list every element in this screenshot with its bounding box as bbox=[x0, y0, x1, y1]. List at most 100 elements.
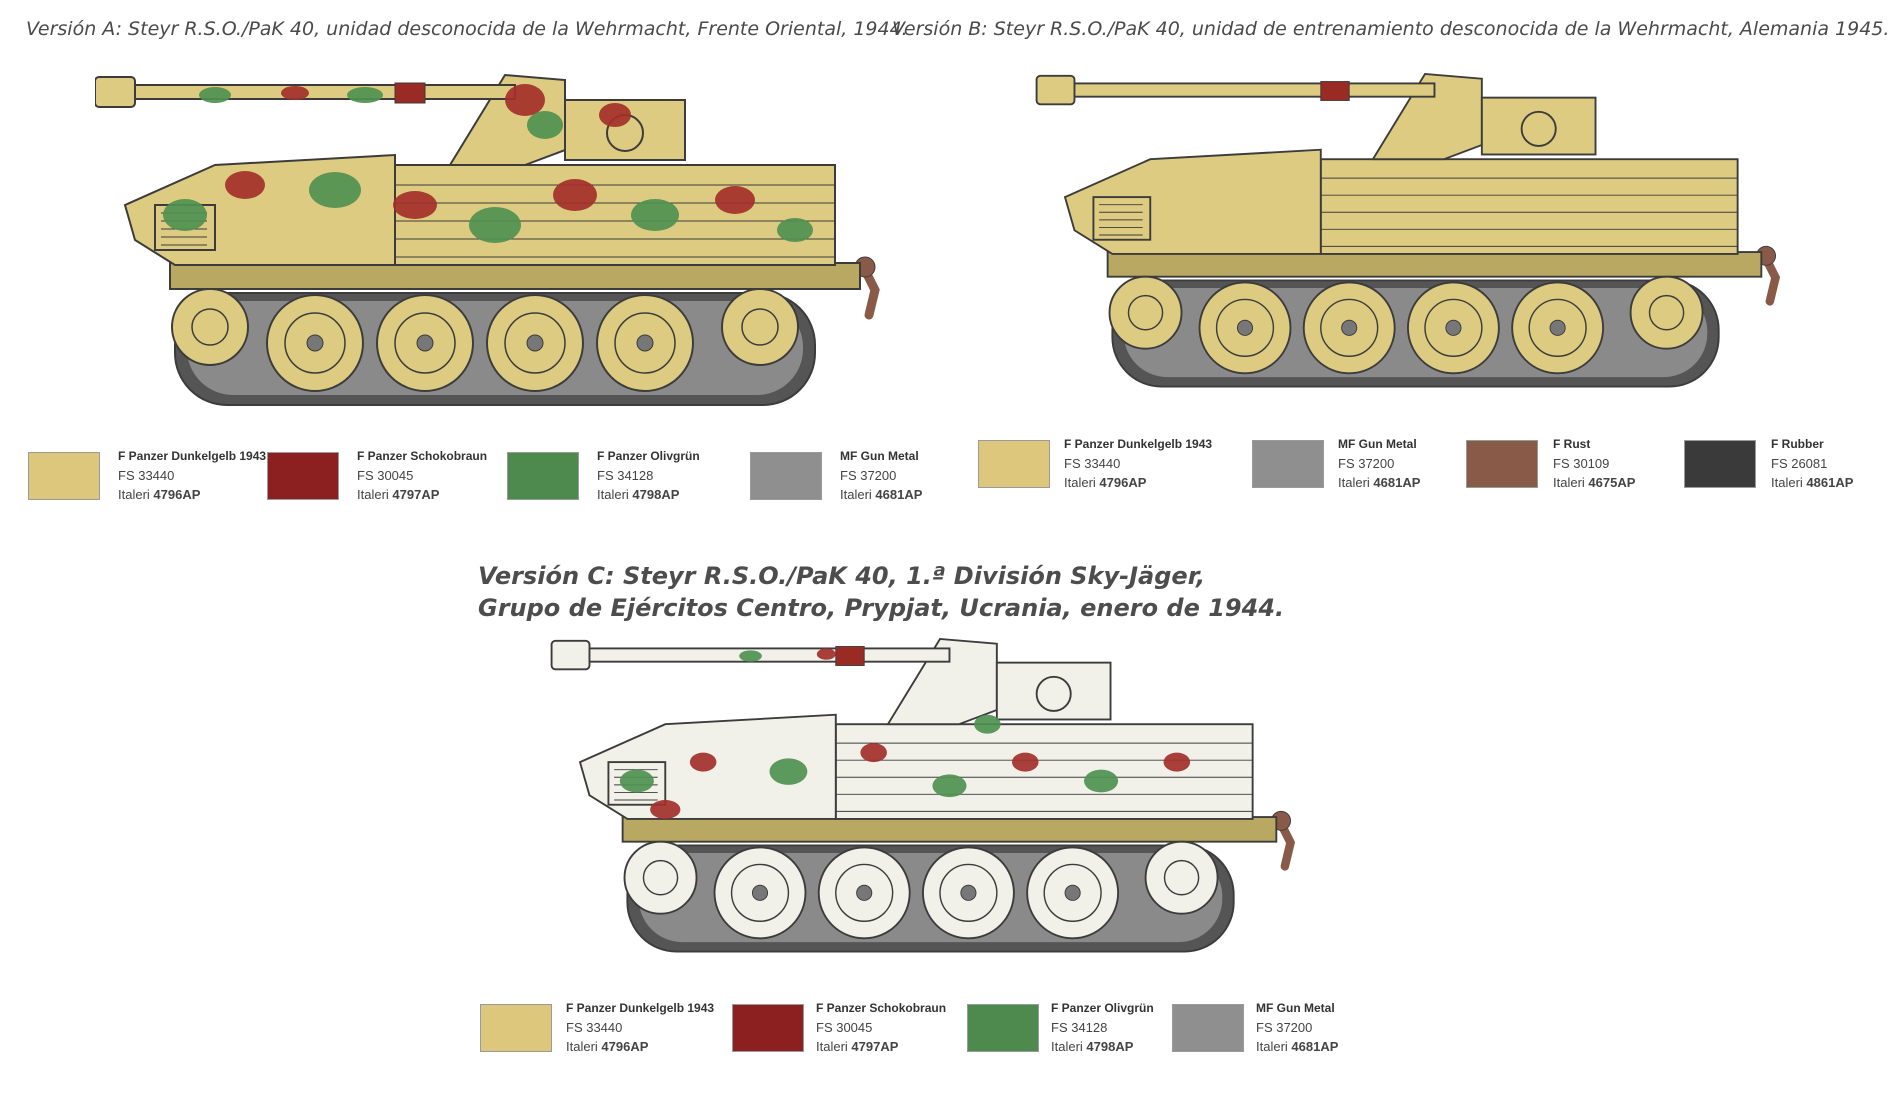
sprocket-hub bbox=[191, 308, 229, 346]
paint-code-value: 4861AP bbox=[1806, 475, 1854, 490]
paint-info: F Panzer Dunkelgelb 1943 FS 33440 Italer… bbox=[1064, 435, 1212, 492]
paint-code-value: 4798AP bbox=[1086, 1039, 1134, 1054]
paint-code-value: 4796AP bbox=[153, 487, 201, 502]
paint-brand: Italeri bbox=[1051, 1039, 1083, 1054]
paint-info: MF Gun Metal FS 37200 Italeri 4681AP bbox=[840, 447, 922, 504]
road-wheel-hub bbox=[751, 884, 769, 901]
caption-version-c-line2: Grupo de Ejércitos Centro, Prypjat, Ucra… bbox=[478, 594, 1285, 622]
data-plate bbox=[1092, 196, 1152, 241]
sprocket-wheel bbox=[623, 840, 698, 915]
sprocket-hub bbox=[1648, 294, 1685, 331]
sprocket-wheel bbox=[721, 288, 799, 366]
paint-name: MF Gun Metal bbox=[1256, 1001, 1335, 1015]
caption-version-c-line1: Versión C: Steyr R.S.O./PaK 40, 1.ª Divi… bbox=[478, 562, 1206, 590]
paint-fs: FS 34128 bbox=[597, 468, 654, 483]
paint-name: F Rubber bbox=[1771, 437, 1824, 451]
sprocket-hub bbox=[1163, 859, 1200, 896]
paint-fs: FS 37200 bbox=[840, 468, 897, 483]
data-plate bbox=[607, 761, 667, 806]
cargo-bed bbox=[834, 723, 1254, 820]
paint-fs: FS 30109 bbox=[1553, 456, 1610, 471]
paint-brand: Italeri bbox=[118, 487, 150, 502]
sprocket-wheel bbox=[1629, 275, 1704, 350]
paint-brand: Italeri bbox=[1064, 475, 1096, 490]
camo-spot bbox=[816, 648, 836, 660]
paint-code: Italeri 4798AP bbox=[597, 485, 700, 504]
camo-spot bbox=[393, 191, 437, 219]
cargo-bed bbox=[1319, 158, 1739, 255]
paint-fs: FS 37200 bbox=[1338, 456, 1395, 471]
camo-spot bbox=[1084, 769, 1119, 793]
hull-rail bbox=[169, 262, 861, 290]
paint-swatch bbox=[1252, 440, 1324, 488]
paint-swatch bbox=[1172, 1004, 1244, 1052]
paint-fs: FS 33440 bbox=[118, 468, 175, 483]
paint-swatch bbox=[967, 1004, 1039, 1052]
paint-info: F Panzer Olivgrün FS 34128 Italeri 4798A… bbox=[597, 447, 700, 504]
sprocket-wheel bbox=[1108, 275, 1183, 350]
road-wheel-rim bbox=[1043, 863, 1102, 922]
gun-clamp bbox=[1320, 81, 1350, 101]
paint-name: F Panzer Dunkelgelb 1943 bbox=[566, 1001, 715, 1015]
paint-name: F Panzer Olivgrün bbox=[597, 449, 700, 463]
camo-spot bbox=[281, 86, 309, 100]
paint-name: F Rust bbox=[1553, 437, 1591, 451]
vehicle-illustration-b bbox=[1035, 72, 1781, 388]
paint-name: F Panzer Schokobraun bbox=[816, 1001, 947, 1015]
road-wheel-rim bbox=[730, 863, 790, 922]
paint-code: Italeri 4798AP bbox=[1051, 1037, 1154, 1056]
road-wheel-hub bbox=[636, 334, 654, 352]
paint-code-value: 4797AP bbox=[851, 1039, 899, 1054]
paint-name: MF Gun Metal bbox=[1338, 437, 1417, 451]
camo-spot bbox=[599, 103, 631, 127]
camo-spot bbox=[932, 774, 967, 798]
camo-spot bbox=[199, 87, 231, 103]
road-wheel-hub bbox=[526, 334, 544, 352]
paint-info: F Panzer Dunkelgelb 1943 FS 33440 Italer… bbox=[118, 447, 266, 504]
paint-code: Italeri 4675AP bbox=[1553, 473, 1635, 492]
road-wheel-hub bbox=[1064, 884, 1081, 901]
paint-code-value: 4681AP bbox=[1291, 1039, 1339, 1054]
paint-code-value: 4798AP bbox=[632, 487, 680, 502]
paint-code: Italeri 4681AP bbox=[1256, 1037, 1338, 1056]
paint-brand: Italeri bbox=[816, 1039, 848, 1054]
paint-name: F Panzer Schokobraun bbox=[357, 449, 488, 463]
road-wheel-rim bbox=[504, 312, 566, 374]
camo-spot bbox=[650, 800, 681, 819]
road-wheel-rim bbox=[1320, 298, 1379, 357]
paint-swatch bbox=[480, 1004, 552, 1052]
paint-swatch bbox=[978, 440, 1050, 488]
paint-swatch bbox=[750, 452, 822, 500]
camo-spot bbox=[553, 179, 597, 211]
camo-spot bbox=[769, 758, 808, 785]
paint-name: F Panzer Olivgrün bbox=[1051, 1001, 1154, 1015]
camo-spot bbox=[505, 84, 545, 116]
gun-elevation-wheel bbox=[1035, 675, 1072, 712]
front-hull bbox=[1063, 148, 1322, 255]
road-wheel-rim bbox=[394, 312, 456, 374]
sprocket-hub bbox=[642, 859, 679, 896]
paint-brand: Italeri bbox=[1771, 475, 1803, 490]
paint-fs: FS 33440 bbox=[1064, 456, 1121, 471]
road-wheel-rim bbox=[835, 863, 894, 922]
sprocket-hub bbox=[1127, 294, 1164, 331]
paint-code-value: 4681AP bbox=[1373, 475, 1421, 490]
camo-spot bbox=[1163, 752, 1191, 772]
paint-info: F Rust FS 30109 Italeri 4675AP bbox=[1553, 435, 1635, 492]
camo-spot bbox=[309, 172, 361, 208]
caption-version-b: Versión B: Steyr R.S.O./PaK 40, unidad d… bbox=[892, 18, 1890, 40]
paint-fs: FS 34128 bbox=[1051, 1020, 1108, 1035]
gun-barrel bbox=[1054, 82, 1436, 98]
road-wheel-hub bbox=[1341, 319, 1358, 336]
paint-info: F Panzer Olivgrün FS 34128 Italeri 4798A… bbox=[1051, 999, 1154, 1056]
gun-clamp bbox=[394, 82, 426, 104]
camo-spot bbox=[777, 218, 813, 242]
paint-code: Italeri 4797AP bbox=[816, 1037, 946, 1056]
camo-spot bbox=[689, 752, 717, 772]
road-wheel-hub bbox=[960, 884, 977, 901]
camo-spot bbox=[347, 87, 383, 103]
paint-code: Italeri 4681AP bbox=[840, 485, 922, 504]
paint-info: F Panzer Dunkelgelb 1943 FS 33440 Italer… bbox=[566, 999, 714, 1056]
road-wheel-rim bbox=[939, 863, 998, 922]
paint-name: F Panzer Dunkelgelb 1943 bbox=[1064, 437, 1213, 451]
